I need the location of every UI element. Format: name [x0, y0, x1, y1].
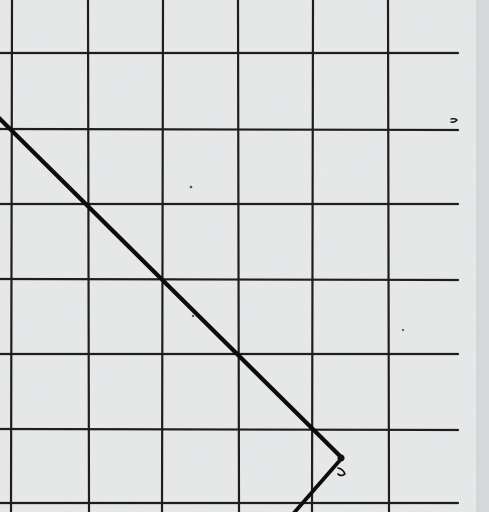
- paper-speck: [189, 185, 193, 189]
- grid-line-vertical: [9, 0, 14, 512]
- grid-line-horizontal: [0, 277, 460, 282]
- grid-line-vertical: [86, 0, 91, 512]
- grid-line-vertical: [310, 0, 315, 512]
- paper-speck: [191, 314, 195, 318]
- line-segment-return: [292, 457, 343, 512]
- grid-figure: [0, 0, 460, 512]
- corner-tick-mark: [337, 467, 346, 477]
- pencil-mark: [450, 117, 458, 123]
- paper-speck: [401, 328, 405, 332]
- grid-line-horizontal: [0, 427, 460, 432]
- grid-line-vertical: [160, 0, 165, 512]
- grid-line-horizontal: [0, 127, 460, 132]
- paper-right-edge-shadow: [476, 0, 489, 512]
- line-segment-descending: [0, 116, 344, 460]
- grid-line-vertical: [386, 0, 391, 512]
- corner-point: [337, 454, 345, 462]
- grid-line-vertical: [236, 0, 241, 512]
